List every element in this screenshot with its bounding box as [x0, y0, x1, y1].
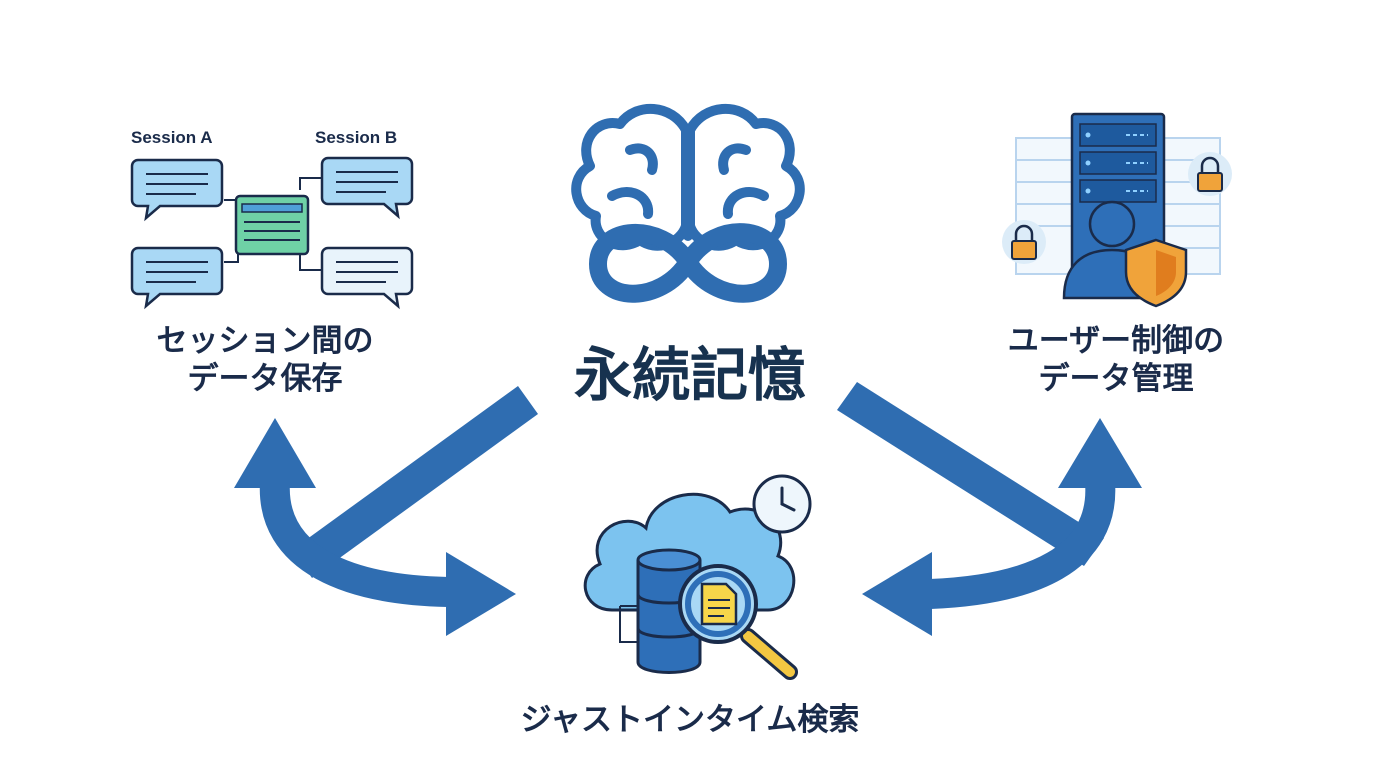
chat-bubble-a2	[130, 246, 224, 310]
arrow-left-curve	[259, 481, 449, 607]
feature-label-line2: データ保存	[187, 361, 343, 397]
feature-label-jit-search: ジャストインタイム検索	[520, 702, 860, 738]
feature-label-line1: ユーザー制御の	[1007, 323, 1225, 359]
chat-bubble-b1	[320, 156, 414, 220]
shared-note-card	[234, 194, 310, 256]
clock-icon	[752, 474, 812, 534]
session-b-label: Session B	[315, 128, 397, 147]
chat-sessions-icon: Session A Session B	[130, 128, 414, 310]
feature-label-cross-session: セッション間の データ保存	[120, 322, 410, 398]
arrowhead-right-up	[1058, 418, 1142, 488]
shield-icon	[1124, 238, 1188, 308]
secure-server-user-icon	[1002, 112, 1232, 308]
chat-bubble-b2	[320, 246, 414, 310]
arrowhead-left-right	[446, 552, 516, 636]
feature-label-line1: セッション間の	[156, 323, 374, 359]
arrowhead-right-left	[862, 552, 932, 636]
arrow-center-to-bottom-right	[837, 382, 1104, 566]
arrow-center-to-bottom-left	[292, 386, 538, 578]
arrow-right-curve	[929, 480, 1116, 609]
feature-label-line2: データ管理	[1038, 361, 1194, 397]
chat-bubble-a1	[130, 158, 224, 222]
session-a-label: Session A	[131, 128, 213, 147]
feature-label-user-control: ユーザー制御の データ管理	[966, 322, 1266, 398]
connector-arrows	[234, 382, 1142, 636]
lock-icon-left	[1002, 220, 1046, 264]
central-title: 永続記憶	[573, 341, 806, 409]
brain-infinity-icon	[571, 104, 805, 303]
lock-icon-right	[1188, 152, 1232, 196]
document-icon	[700, 582, 738, 626]
cloud-database-search-icon	[583, 474, 812, 680]
arrowhead-left-up	[234, 418, 316, 488]
